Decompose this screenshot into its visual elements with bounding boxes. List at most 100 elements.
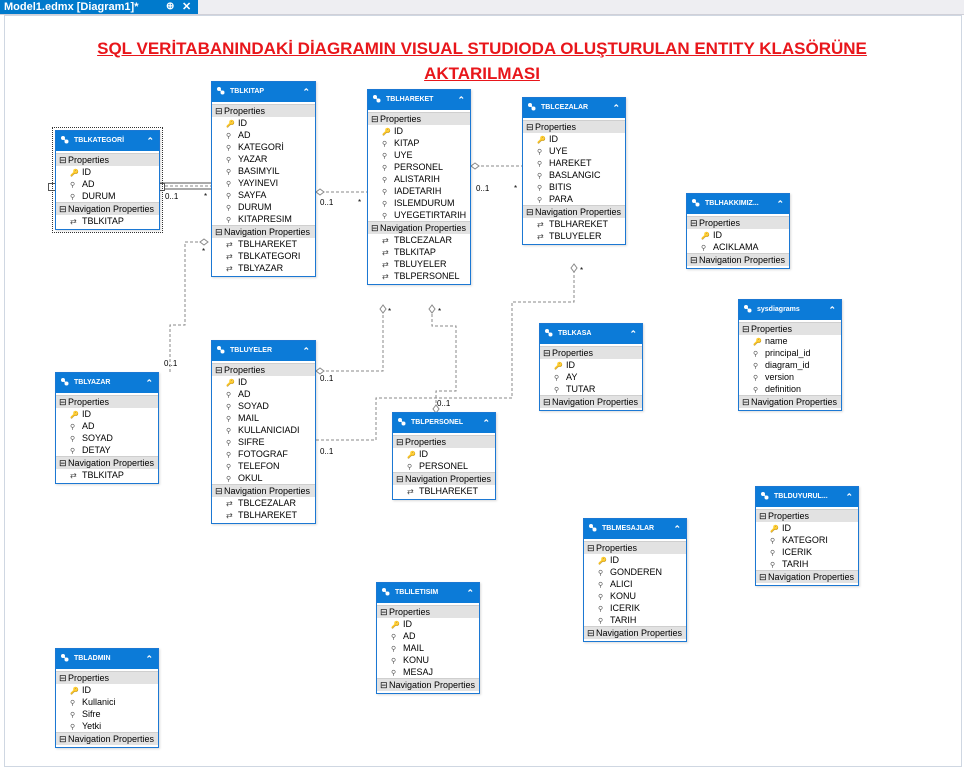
properties-section-header[interactable]: ⊟Properties [523, 120, 625, 133]
collapse-minus-icon[interactable]: ⊟ [215, 486, 223, 496]
property-row[interactable]: ⚲Kullanici [56, 696, 158, 708]
properties-section-header[interactable]: ⊟Properties [393, 435, 495, 448]
property-row[interactable]: ⚲diagram_id [739, 359, 841, 371]
entity-header[interactable]: TBLMESAJLAR⌃ [584, 519, 686, 539]
property-row[interactable]: ⚲ICERIK [584, 602, 686, 614]
collapse-chevron-icon[interactable]: ⌃ [612, 103, 620, 113]
collapse-chevron-icon[interactable]: ⌃ [776, 199, 784, 209]
property-row[interactable]: ⚲TUTAR [540, 383, 642, 395]
collapse-chevron-icon[interactable]: ⌃ [145, 378, 153, 388]
property-row[interactable]: 🔑name [739, 335, 841, 347]
document-tab[interactable]: Model1.edmx [Diagram1]* ⊕ ✕ [0, 0, 198, 14]
navigation-row[interactable]: ⇄TBLHAREKET [393, 485, 495, 497]
collapse-chevron-icon[interactable]: ⌃ [302, 346, 310, 356]
property-row[interactable]: ⚲UYE [523, 145, 625, 157]
navigation-section-header[interactable]: ⊟Navigation Properties [756, 570, 858, 583]
collapse-minus-icon[interactable]: ⊟ [59, 397, 67, 407]
navigation-section-header[interactable]: ⊟Navigation Properties [687, 253, 789, 266]
entity-header[interactable]: sysdiagrams⌃ [739, 300, 841, 320]
property-row[interactable]: 🔑ID [212, 117, 315, 129]
entity-tbliletisim[interactable]: TBLILETISIM⌃⊟Properties🔑ID⚲AD⚲MAIL⚲KONU⚲… [376, 582, 480, 694]
entity-tblkitap[interactable]: TBLKITAP⌃⊟Properties🔑ID⚲AD⚲KATEGORİ⚲YAZA… [211, 81, 316, 277]
properties-section-header[interactable]: ⊟Properties [687, 216, 789, 229]
property-row[interactable]: ⚲YAYINEVI [212, 177, 315, 189]
entity-header[interactable]: TBLADMIN⌃ [56, 649, 158, 669]
property-row[interactable]: ⚲AD [212, 129, 315, 141]
collapse-minus-icon[interactable]: ⊟ [215, 365, 223, 375]
navigation-row[interactable]: ⇄TBLKATEGORI [212, 250, 315, 262]
navigation-row[interactable]: ⇄TBLCEZALAR [212, 497, 315, 509]
property-row[interactable]: ⚲DETAY [56, 444, 158, 456]
collapse-minus-icon[interactable]: ⊟ [380, 680, 388, 690]
entity-tblhareket[interactable]: TBLHAREKET⌃⊟Properties🔑ID⚲KITAP⚲UYE⚲PERS… [367, 89, 471, 285]
property-row[interactable]: ⚲ACIKLAMA [687, 241, 789, 253]
collapse-minus-icon[interactable]: ⊟ [742, 397, 750, 407]
entity-tblyazar[interactable]: TBLYAZAR⌃⊟Properties🔑ID⚲AD⚲SOYAD⚲DETAY⊟N… [55, 372, 159, 484]
property-row[interactable]: ⚲principal_id [739, 347, 841, 359]
navigation-section-header[interactable]: ⊟Navigation Properties [540, 395, 642, 408]
collapse-minus-icon[interactable]: ⊟ [380, 607, 388, 617]
property-row[interactable]: ⚲AY [540, 371, 642, 383]
property-row[interactable]: ⚲KULLANICIADI [212, 424, 315, 436]
property-row[interactable]: ⚲KATEGORI [756, 534, 858, 546]
property-row[interactable]: ⚲SAYFA [212, 189, 315, 201]
entity-tblmesajlar[interactable]: TBLMESAJLAR⌃⊟Properties🔑ID⚲GONDEREN⚲ALIC… [583, 518, 687, 642]
collapse-minus-icon[interactable]: ⊟ [526, 207, 534, 217]
property-row[interactable]: ⚲HAREKET [523, 157, 625, 169]
properties-section-header[interactable]: ⊟Properties [212, 104, 315, 117]
property-row[interactable]: ⚲SIFRE [212, 436, 315, 448]
collapse-minus-icon[interactable]: ⊟ [371, 114, 379, 124]
property-row[interactable]: ⚲ALICI [584, 578, 686, 590]
properties-section-header[interactable]: ⊟Properties [377, 605, 479, 618]
property-row[interactable]: 🔑ID [377, 618, 479, 630]
entity-header[interactable]: TBLILETISIM⌃ [377, 583, 479, 603]
property-row[interactable]: ⚲KITAP [368, 137, 470, 149]
property-row[interactable]: ⚲ALISTARIH [368, 173, 470, 185]
collapse-minus-icon[interactable]: ⊟ [587, 628, 595, 638]
collapse-minus-icon[interactable]: ⊟ [396, 474, 404, 484]
properties-section-header[interactable]: ⊟Properties [540, 346, 642, 359]
property-row[interactable]: ⚲version [739, 371, 841, 383]
navigation-section-header[interactable]: ⊟Navigation Properties [56, 456, 158, 469]
collapse-minus-icon[interactable]: ⊟ [543, 397, 551, 407]
property-row[interactable]: ⚲AD [56, 420, 158, 432]
property-row[interactable]: 🔑ID [523, 133, 625, 145]
property-row[interactable]: ⚲BITIS [523, 181, 625, 193]
properties-section-header[interactable]: ⊟Properties [56, 153, 159, 166]
properties-section-header[interactable]: ⊟Properties [368, 112, 470, 125]
property-row[interactable]: 🔑ID [756, 522, 858, 534]
navigation-section-header[interactable]: ⊟Navigation Properties [523, 205, 625, 218]
property-row[interactable]: ⚲MAIL [212, 412, 315, 424]
navigation-row[interactable]: ⇄TBLCEZALAR [368, 234, 470, 246]
navigation-section-header[interactable]: ⊟Navigation Properties [739, 395, 841, 408]
properties-section-header[interactable]: ⊟Properties [739, 322, 841, 335]
property-row[interactable]: ⚲YAZAR [212, 153, 315, 165]
property-row[interactable]: ⚲AD [212, 388, 315, 400]
entity-tbladmin[interactable]: TBLADMIN⌃⊟Properties🔑ID⚲Kullanici⚲Sifre⚲… [55, 648, 159, 748]
collapse-minus-icon[interactable]: ⊟ [526, 122, 534, 132]
collapse-minus-icon[interactable]: ⊟ [742, 324, 750, 334]
entity-tbluyeler[interactable]: TBLUYELER⌃⊟Properties🔑ID⚲AD⚲SOYAD⚲MAIL⚲K… [211, 340, 316, 524]
property-row[interactable]: 🔑ID [687, 229, 789, 241]
navigation-section-header[interactable]: ⊟Navigation Properties [393, 472, 495, 485]
navigation-section-header[interactable]: ⊟Navigation Properties [212, 225, 315, 238]
property-row[interactable]: ⚲KITAPRESIM [212, 213, 315, 225]
navigation-section-header[interactable]: ⊟Navigation Properties [584, 626, 686, 639]
collapse-minus-icon[interactable]: ⊟ [759, 572, 767, 582]
navigation-row[interactable]: ⇄TBLHAREKET [212, 238, 315, 250]
properties-section-header[interactable]: ⊟Properties [56, 671, 158, 684]
property-row[interactable]: ⚲AD [377, 630, 479, 642]
property-row[interactable]: ⚲UYE [368, 149, 470, 161]
property-row[interactable]: ⚲TARIH [756, 558, 858, 570]
entity-tblpersonel[interactable]: TBLPERSONEL⌃⊟Properties🔑ID⚲PERSONEL⊟Navi… [392, 412, 496, 500]
entity-header[interactable]: TBLHAKKIMIZ...⌃ [687, 194, 789, 214]
collapse-minus-icon[interactable]: ⊟ [690, 218, 698, 228]
property-row[interactable]: ⚲DURUM [56, 190, 159, 202]
property-row[interactable]: ⚲ISLEMDURUM [368, 197, 470, 209]
property-row[interactable]: ⚲definition [739, 383, 841, 395]
collapse-chevron-icon[interactable]: ⌃ [845, 492, 853, 502]
property-row[interactable]: ⚲BASIMYIL [212, 165, 315, 177]
entity-header[interactable]: TBLKASA⌃ [540, 324, 642, 344]
property-row[interactable]: 🔑ID [56, 166, 159, 178]
collapse-minus-icon[interactable]: ⊟ [587, 543, 595, 553]
